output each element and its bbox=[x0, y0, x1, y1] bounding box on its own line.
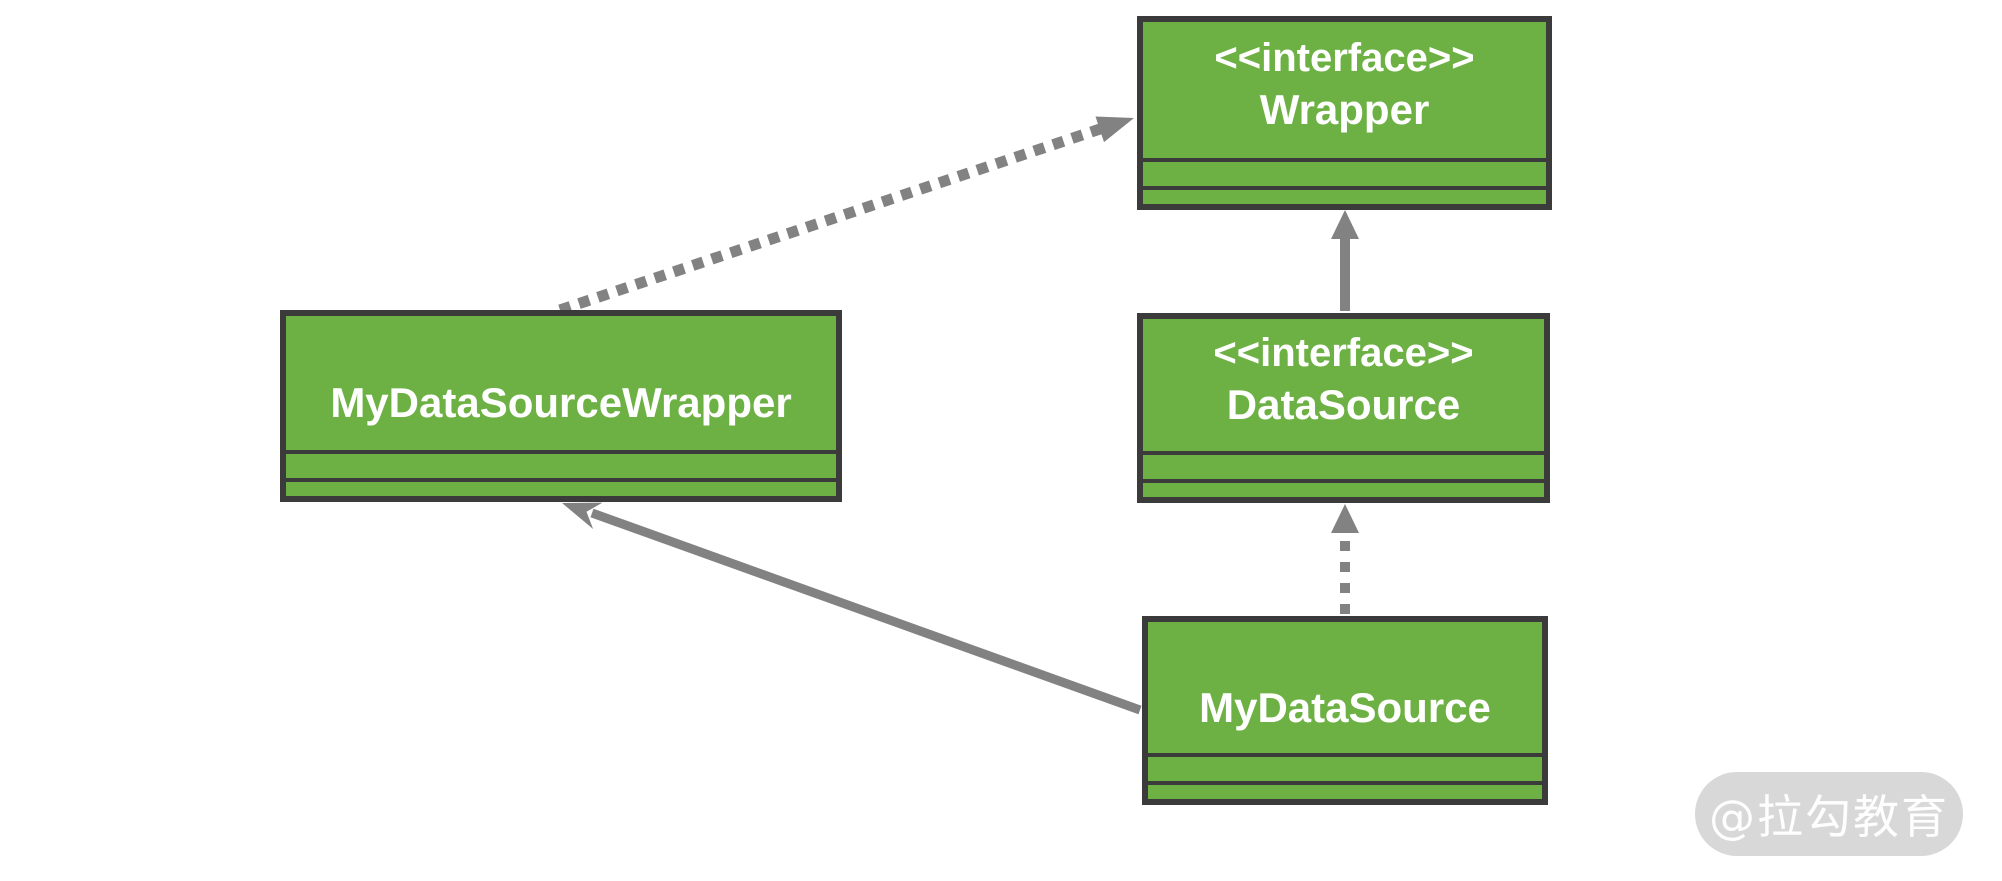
stereotype-label: <<interface>> bbox=[1214, 36, 1475, 80]
class-node-mydatasourcewrapper: MyDataSourceWrapper bbox=[280, 310, 842, 502]
methods-compartment bbox=[1143, 479, 1544, 497]
title-compartment: MyDataSource bbox=[1148, 622, 1542, 753]
attributes-compartment bbox=[286, 450, 836, 478]
methods-compartment bbox=[1143, 186, 1546, 204]
attributes-compartment bbox=[1143, 158, 1546, 186]
class-name-label: DataSource bbox=[1226, 381, 1461, 428]
methods-compartment bbox=[286, 478, 836, 496]
title-compartment: <<interface>> DataSource bbox=[1143, 319, 1544, 451]
realization-arrow-mydatasourcewrapper-to-wrapper bbox=[558, 116, 1134, 316]
methods-compartment bbox=[1148, 781, 1542, 799]
class-node-datasource: <<interface>> DataSource bbox=[1137, 313, 1550, 503]
watermark-badge: @拉勾教育 bbox=[1695, 772, 1963, 856]
class-name-label: MyDataSource bbox=[1199, 683, 1491, 731]
class-name-label: Wrapper bbox=[1259, 86, 1430, 133]
class-name-label: MyDataSourceWrapper bbox=[330, 379, 792, 426]
attributes-compartment bbox=[1143, 451, 1544, 479]
title-compartment: <<interface>> Wrapper bbox=[1143, 22, 1546, 158]
generalization-arrow-datasource-to-wrapper bbox=[1331, 210, 1359, 311]
realization-arrow-mydatasource-to-datasource bbox=[1331, 504, 1359, 614]
class-node-mydatasource: MyDataSource bbox=[1142, 616, 1548, 805]
title-compartment: MyDataSourceWrapper bbox=[286, 316, 836, 450]
attributes-compartment bbox=[1148, 753, 1542, 781]
association-arrow-mydatasource-to-mydatasourcewrapper bbox=[562, 502, 1142, 715]
class-node-wrapper: <<interface>> Wrapper bbox=[1137, 16, 1552, 210]
stereotype-label: <<interface>> bbox=[1213, 331, 1474, 375]
